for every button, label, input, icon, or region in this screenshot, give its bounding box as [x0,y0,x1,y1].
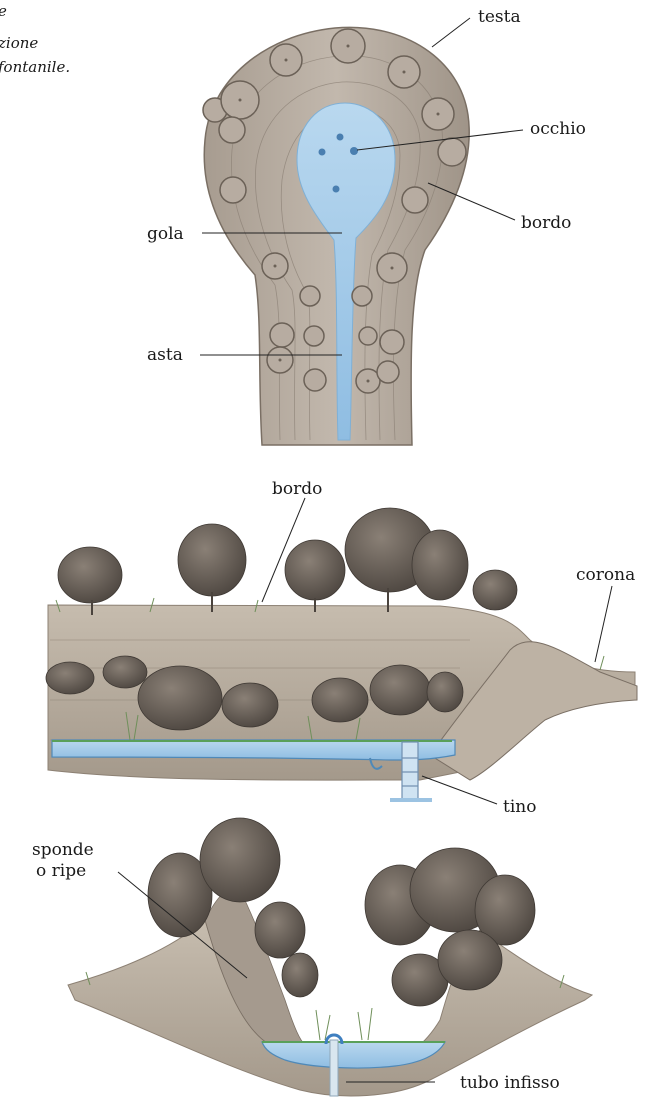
plan-view-figure: testa occhio bordo gola asta [147,7,586,445]
caption-line-2: zione [0,34,38,52]
label-sponde-1: sponde [32,840,94,860]
label-sponde-2: o ripe [36,861,86,881]
longitudinal-section-figure: bordo corona tino [46,479,637,817]
caption-line-3: fontanile. [0,58,70,76]
label-gola: gola [147,224,184,244]
water-channel [52,740,455,760]
label-tubo-infisso: tubo infisso [460,1073,560,1093]
label-bordo-top: bordo [521,213,571,233]
tino-base [390,798,432,802]
label-bordo-middle: bordo [272,479,322,499]
label-corona: corona [576,565,635,585]
label-asta: asta [147,345,183,365]
label-tino: tino [503,797,536,817]
tino-tube [402,742,418,800]
label-testa: testa [478,7,521,27]
caption-line-1: e [0,2,7,20]
caption: e zione fontanile. [0,2,70,76]
label-occhio: occhio [530,119,586,139]
cross-section-figure: sponde o ripe tubo infisso [32,818,592,1096]
